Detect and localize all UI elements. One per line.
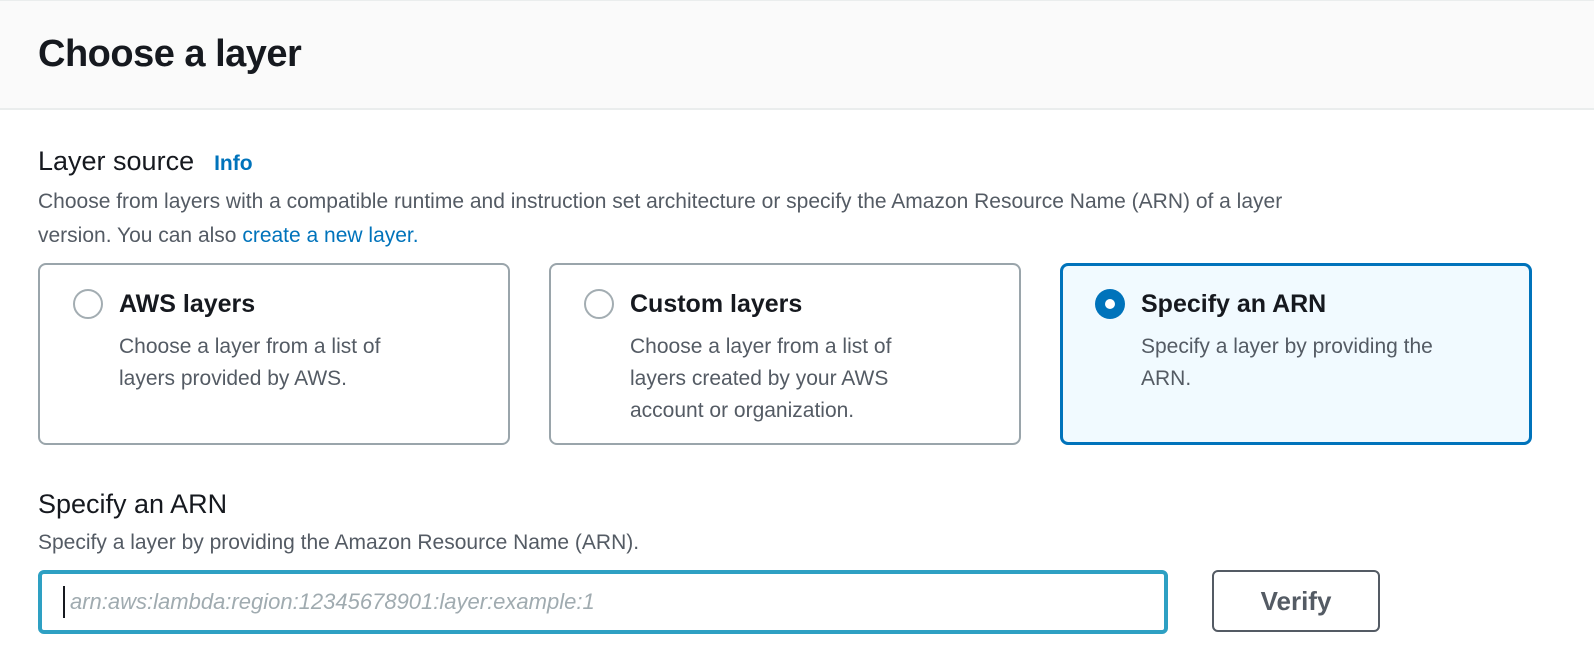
radio-selected-icon[interactable] [1095,289,1125,319]
tile-title: Specify an ARN [1141,290,1327,318]
layer-source-label: Layer source [38,146,195,176]
radio-unselected-icon[interactable] [584,289,614,319]
tile-text: AWS layers Choose a layer from a list of… [119,289,380,443]
specify-arn-section: Specify an ARN Specify a layer by provid… [38,489,1532,634]
tile-title: Custom layers [630,290,803,318]
specify-arn-label: Specify an ARN [38,489,228,519]
info-link[interactable]: Info [214,152,253,175]
choose-layer-panel: Layer source Info Choose from layers wit… [0,110,1594,634]
specify-arn-description: Specify a layer by providing the Amazon … [38,531,640,554]
tile-text: Specify an ARN Specify a layer by provid… [1141,289,1433,442]
text-cursor [63,586,65,618]
tile-aws-layers[interactable]: AWS layers Choose a layer from a list of… [38,263,510,445]
tile-text: Custom layers Choose a layer from a list… [630,289,891,443]
tile-title: AWS layers [119,290,256,318]
tile-description: Choose a layer from a list of layers pro… [119,335,381,390]
page-title: Choose a layer [38,33,302,75]
layer-source-options: AWS layers Choose a layer from a list of… [38,263,1532,445]
tile-custom-layers[interactable]: Custom layers Choose a layer from a list… [549,263,1021,445]
arn-input-wrap [38,570,1168,634]
create-new-layer-link[interactable]: create a new layer. [242,224,419,247]
tile-description: Choose a layer from a list of layers cre… [630,335,892,422]
arn-input-row: Verify [38,570,1532,634]
tile-description: Specify a layer by providing the ARN. [1141,335,1433,390]
verify-button[interactable]: Verify [1212,570,1380,632]
radio-unselected-icon[interactable] [73,289,103,319]
layer-source-label-row: Layer source Info [38,146,1532,177]
arn-input[interactable] [38,570,1168,634]
layer-source-description-line1: Choose from layers with a compatible run… [38,190,1283,213]
layer-source-description: Choose from layers with a compatible run… [38,185,1532,253]
panel-header: Choose a layer [0,0,1594,110]
layer-source-description-line2: version. You can also [38,224,237,247]
tile-specify-an-arn[interactable]: Specify an ARN Specify a layer by provid… [1060,263,1532,445]
